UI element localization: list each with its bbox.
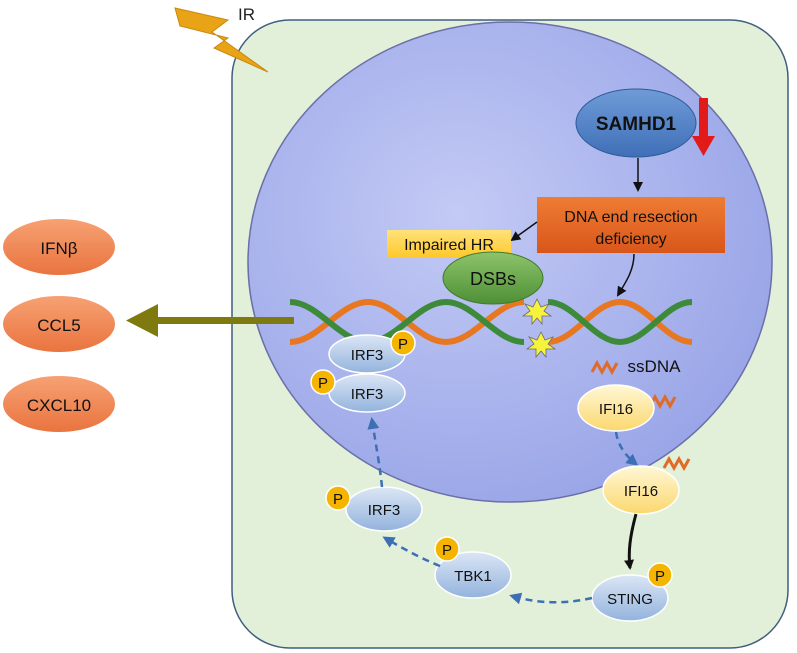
impaired-hr-label: Impaired HR xyxy=(404,237,494,254)
phospho-badge xyxy=(647,562,673,588)
dna-break-star-icon-2 xyxy=(525,331,557,359)
cytokine-label-2: CXCL10 xyxy=(27,396,91,415)
resection-to-hr-arrow xyxy=(510,221,538,242)
cytokine-ifnb xyxy=(3,219,115,275)
ifi16-nuclear-label: IFI16 xyxy=(599,401,633,418)
resection-label-line1: DNA end resection xyxy=(564,209,697,226)
ssdna-label: ssDNA xyxy=(628,357,682,376)
phospho-label: P xyxy=(398,336,408,353)
irf3-cytoplasmic-label: IRF3 xyxy=(368,502,401,519)
phospho-label: P xyxy=(318,375,328,392)
samhd1-node xyxy=(575,88,697,158)
lightning-icon xyxy=(174,7,269,73)
dsbs-node xyxy=(442,251,544,305)
cytokine-label-1: CCL5 xyxy=(37,316,80,335)
ifi16-to-sting-arrow xyxy=(624,513,638,570)
dna-helix xyxy=(289,298,693,346)
ifi16-cytoplasmic xyxy=(602,465,680,515)
dna-break-star-icon xyxy=(521,298,553,326)
phospho-label: P xyxy=(655,568,665,585)
phospho-badge xyxy=(390,330,416,356)
phospho-badge xyxy=(434,536,460,562)
tbk1-label: TBK1 xyxy=(454,568,492,585)
tbk1-to-irf3-arrow xyxy=(382,536,441,568)
ssdna-squiggle xyxy=(590,359,619,376)
down-arrow-icon xyxy=(692,98,715,156)
tbk1-node xyxy=(434,551,512,599)
cytokine-cxcl10 xyxy=(3,376,115,432)
secretion-arrow xyxy=(126,304,294,337)
ifi16-nuclear xyxy=(577,384,655,432)
resection-deficiency-box xyxy=(537,197,725,253)
irf3-dimer-top-label: IRF3 xyxy=(351,347,384,364)
irf3-dimer-bottom-label: IRF3 xyxy=(351,386,384,403)
ifi16-cytoplasmic-label: IFI16 xyxy=(624,483,658,500)
cytokine-ccl5 xyxy=(3,296,115,352)
dsbs-label: DSBs xyxy=(470,269,516,289)
irf3-import-arrow xyxy=(367,417,384,488)
ifi16-export-arrow xyxy=(614,431,639,466)
phospho-badge xyxy=(325,485,351,511)
sting-to-tbk1-arrow xyxy=(509,592,593,605)
resection-to-dna-arrow xyxy=(616,253,635,297)
irf3-cytoplasmic xyxy=(345,486,423,532)
ssdna-squiggle xyxy=(648,393,677,410)
cytokine-label-0: IFNβ xyxy=(40,239,77,258)
phospho-badge xyxy=(310,369,336,395)
resection-label-line2: deficiency xyxy=(595,231,666,248)
phospho-label: P xyxy=(333,491,343,508)
samhd1-label: SAMHD1 xyxy=(596,114,677,135)
ir-label: IR xyxy=(238,5,255,24)
phospho-label: P xyxy=(442,542,452,559)
sting-label: STING xyxy=(607,591,653,608)
ssdna-squiggle xyxy=(662,455,691,472)
